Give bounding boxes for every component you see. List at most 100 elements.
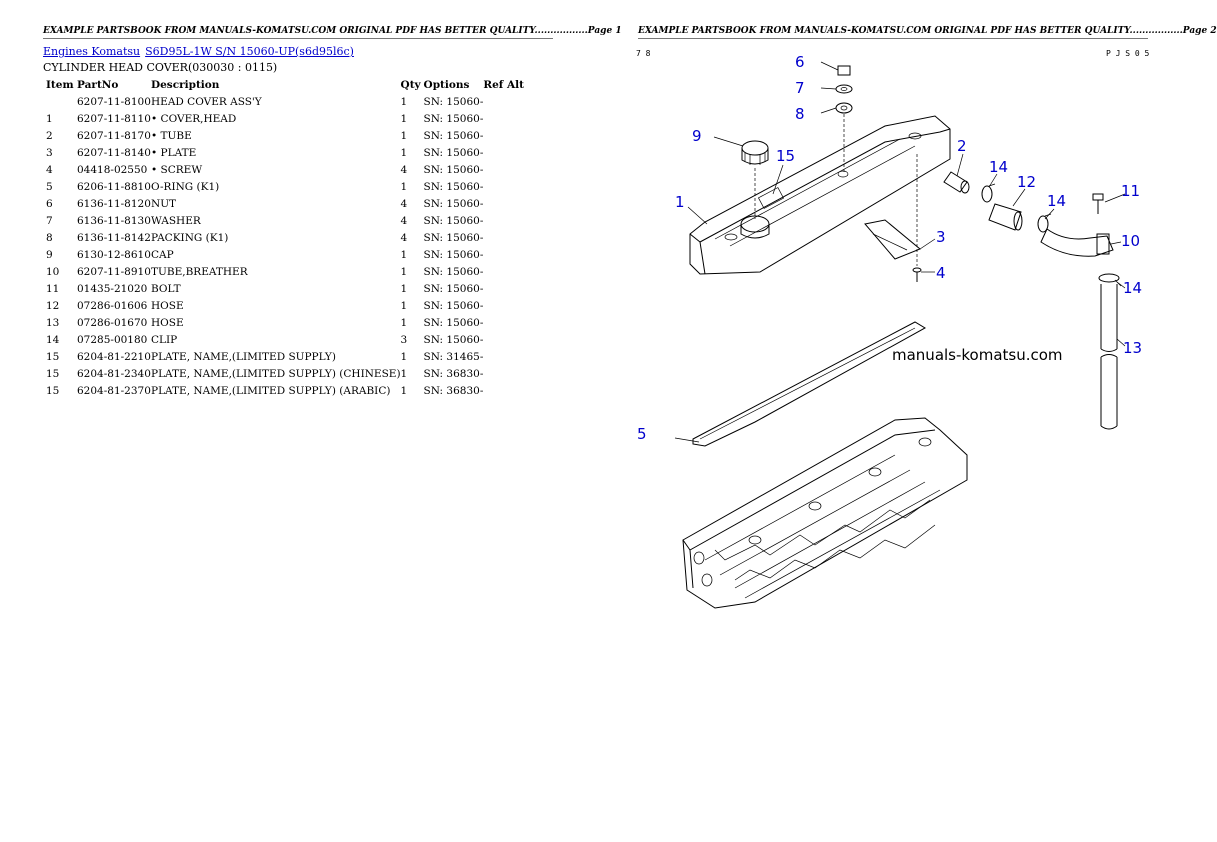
cell-item: 1 [46, 112, 53, 125]
cell-qty: 4 [400, 231, 408, 244]
cell-options: SN: 15060- [423, 112, 484, 125]
cell-ref-alt [483, 331, 533, 348]
watermark-text: manuals-komatsu.com [892, 346, 1063, 364]
cell-options: SN: 15060- [423, 316, 484, 329]
cell-qty: 1 [400, 248, 408, 261]
callout-label: 8 [795, 105, 805, 123]
callout-label: 4 [936, 264, 946, 282]
cell-ref-alt [483, 297, 533, 314]
tube-part [943, 171, 970, 194]
header-divider [43, 38, 553, 39]
column-header-description: Description [151, 78, 220, 91]
cell-partno: 6207-11-8170 [77, 129, 151, 142]
cell-qty: 1 [400, 299, 408, 312]
packing-part [835, 102, 853, 114]
nut-part [837, 65, 851, 76]
clip-part [1037, 213, 1052, 233]
cell-qty: 1 [400, 265, 408, 278]
cell-partno: 6206-11-8810 [77, 180, 151, 193]
cell-partno: 6204-81-2340 [77, 367, 151, 380]
screw-part [912, 267, 922, 282]
cell-description: WASHER [151, 214, 201, 227]
cell-description: • SCREW [151, 163, 203, 176]
cell-description: PLATE, NAME,(LIMITED SUPPLY) (CHINESE) [151, 367, 401, 380]
callout-label: 6 [795, 53, 805, 71]
cell-qty: 4 [400, 197, 408, 210]
cell-options: SN: 15060- [423, 333, 484, 346]
cell-partno: 04418-02550 [77, 163, 148, 176]
callout-label: 9 [692, 127, 702, 145]
o-ring-part [692, 321, 927, 447]
callout-leaders [674, 61, 1126, 443]
column-header-ref-alt: Ref Alt [483, 78, 524, 91]
callout-label: 2 [957, 137, 967, 155]
cell-partno: 6207-11-8140 [77, 146, 151, 159]
cell-partno: 01435-21020 [77, 282, 148, 295]
cell-ref-alt [483, 212, 533, 229]
cell-options: SN: 15060- [423, 231, 484, 244]
cell-item: 2 [46, 129, 53, 142]
cell-options: SN: 15060- [423, 129, 484, 142]
breather-tube-part [1040, 228, 1114, 257]
callout-labels: 6 7 8 9 15 1 2 14 12 14 11 10 3 4 14 13 … [637, 53, 1142, 443]
breadcrumb-link-engines[interactable]: Engines Komatsu [43, 45, 141, 58]
cell-ref-alt [483, 365, 533, 382]
cell-options: SN: 15060- [423, 299, 484, 312]
cell-qty: 1 [400, 316, 408, 329]
cell-ref-alt [483, 348, 533, 365]
cell-item: 15 [46, 350, 60, 363]
cell-ref-alt [483, 229, 533, 246]
cell-options: SN: 15060- [423, 197, 484, 210]
cell-description: • TUBE [151, 129, 192, 142]
washer-part [835, 84, 853, 94]
cell-ref-alt [483, 144, 533, 161]
cell-ref-alt [483, 382, 533, 399]
cell-options: SN: 15060- [423, 146, 484, 159]
hose-part [1100, 284, 1118, 430]
cell-options: SN: 15060- [423, 265, 484, 278]
cell-item: 9 [46, 248, 53, 261]
section-title: CYLINDER HEAD COVER(030030 : 0115) [43, 61, 278, 74]
cell-qty: 1 [400, 146, 408, 159]
cell-partno: 6130-12-8610 [77, 248, 151, 261]
cell-item: 4 [46, 163, 53, 176]
cell-item: 6 [46, 197, 53, 210]
parts-page-2: EXAMPLE PARTSBOOK FROM MANUALS-KOMATSU.C… [595, 0, 1217, 842]
cap-part [741, 140, 769, 165]
exploded-parts-diagram: 7 8 P J S 0 5 [636, 49, 1150, 447]
page-header: EXAMPLE PARTSBOOK FROM MANUALS-KOMATSU.C… [43, 26, 622, 36]
callout-label: 10 [1121, 232, 1140, 250]
breadcrumb: Engines Komatsu S6D95L-1W S/N 15060-UP(s6… [43, 45, 354, 58]
breadcrumb-link-model[interactable]: S6D95L-1W S/N 15060-UP(s6d95l6c) [145, 45, 354, 58]
callout-label: 5 [637, 425, 647, 443]
cell-ref-alt [483, 178, 533, 195]
callout-label: 3 [936, 228, 946, 246]
cell-description: PLATE, NAME,(LIMITED SUPPLY) (ARABIC) [151, 384, 391, 397]
cell-partno: 6207-11-8910 [77, 265, 151, 278]
cell-ref-alt [483, 280, 533, 297]
cell-description: HEAD COVER ASS'Y [151, 95, 262, 108]
cell-description: O-RING (K1) [151, 180, 220, 193]
cell-item: 11 [46, 282, 60, 295]
callout-label: 13 [1123, 339, 1142, 357]
cell-qty: 1 [400, 350, 408, 363]
callout-label: 14 [989, 158, 1008, 176]
callout-label: 1 [675, 193, 685, 211]
cell-ref-alt [483, 110, 533, 127]
cell-partno: 6204-81-2370 [77, 384, 151, 397]
cell-description: • COVER,HEAD [151, 112, 237, 125]
cell-ref-alt [483, 314, 533, 331]
clip-part [1098, 273, 1122, 287]
cell-qty: 1 [400, 95, 408, 108]
cell-options: SN: 15060- [423, 214, 484, 227]
drawing-code-right: P J S 0 5 [1106, 49, 1150, 58]
cell-ref-alt [483, 246, 533, 263]
cell-description: HOSE [151, 299, 184, 312]
